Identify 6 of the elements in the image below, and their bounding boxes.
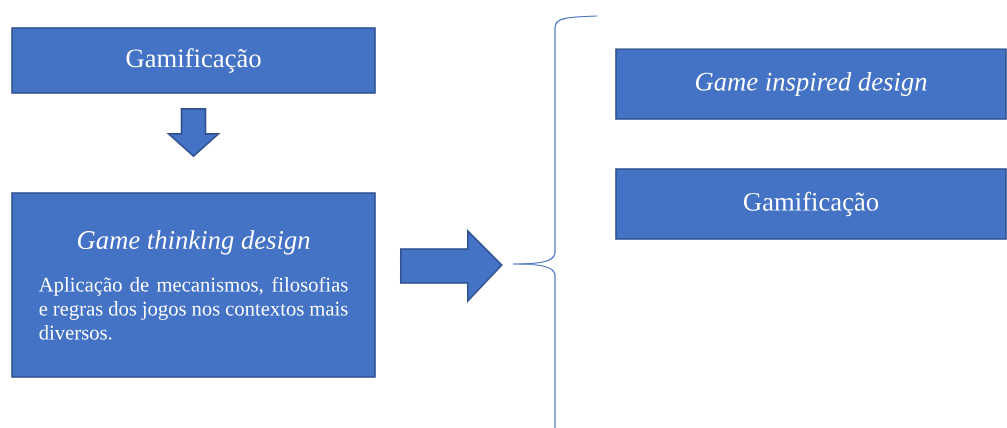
text-box: Gamificação (615, 168, 1007, 240)
text-box: Gamificação (11, 27, 376, 94)
block-arrow (399, 229, 503, 303)
text-box: Game inspired design (615, 48, 1007, 120)
block-arrow (166, 108, 221, 158)
text-box: Game thinking design Aplicação de mecanismos, filosofias e regras dos jogos nos contextos mais diversos. (11, 192, 376, 378)
